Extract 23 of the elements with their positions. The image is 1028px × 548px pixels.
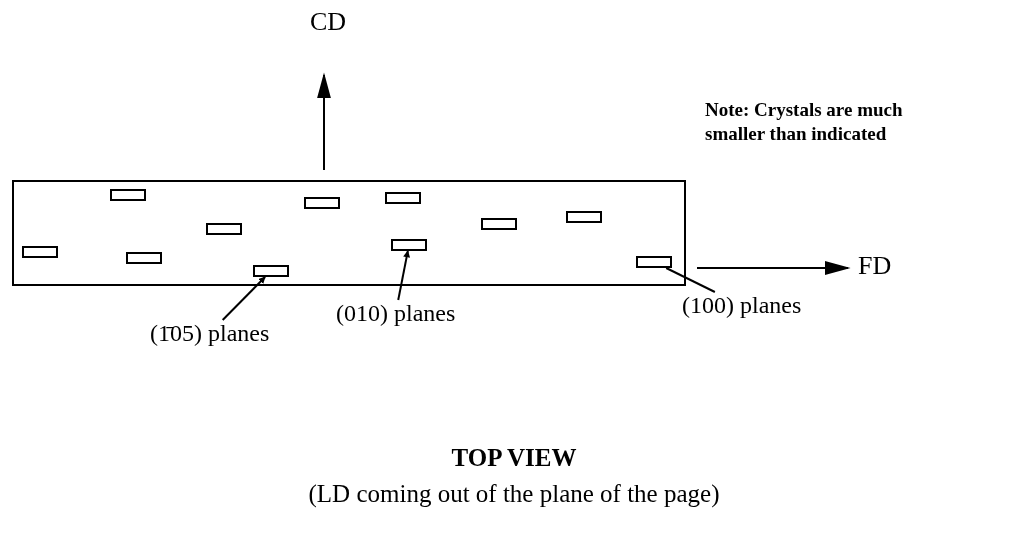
plane-label: (010) planes <box>336 300 456 327</box>
crystal <box>22 246 58 258</box>
crystal <box>304 197 340 209</box>
leader-arrow <box>221 276 267 321</box>
crystal <box>566 211 602 223</box>
crystal <box>391 239 427 251</box>
plane-label: (100) planes <box>682 292 802 319</box>
crystal <box>206 223 242 235</box>
axis-label: CD <box>310 8 347 37</box>
diagram-caption: (LD coming out of the plane of the page) <box>307 480 721 508</box>
crystal <box>110 189 146 201</box>
crystal <box>253 265 289 277</box>
crystal <box>126 252 162 264</box>
axis-label: FD <box>858 252 892 281</box>
crystal <box>385 192 421 204</box>
crystal <box>481 218 517 230</box>
film-sheet <box>12 180 686 286</box>
leader-arrow <box>397 250 411 301</box>
crystal <box>636 256 672 268</box>
plane-label: (1̄05) planes <box>150 320 270 347</box>
note-text: Note: Crystals are much smaller than indicated <box>705 98 904 146</box>
leader-line <box>665 267 716 293</box>
diagram-title: TOP VIEW <box>450 444 578 472</box>
